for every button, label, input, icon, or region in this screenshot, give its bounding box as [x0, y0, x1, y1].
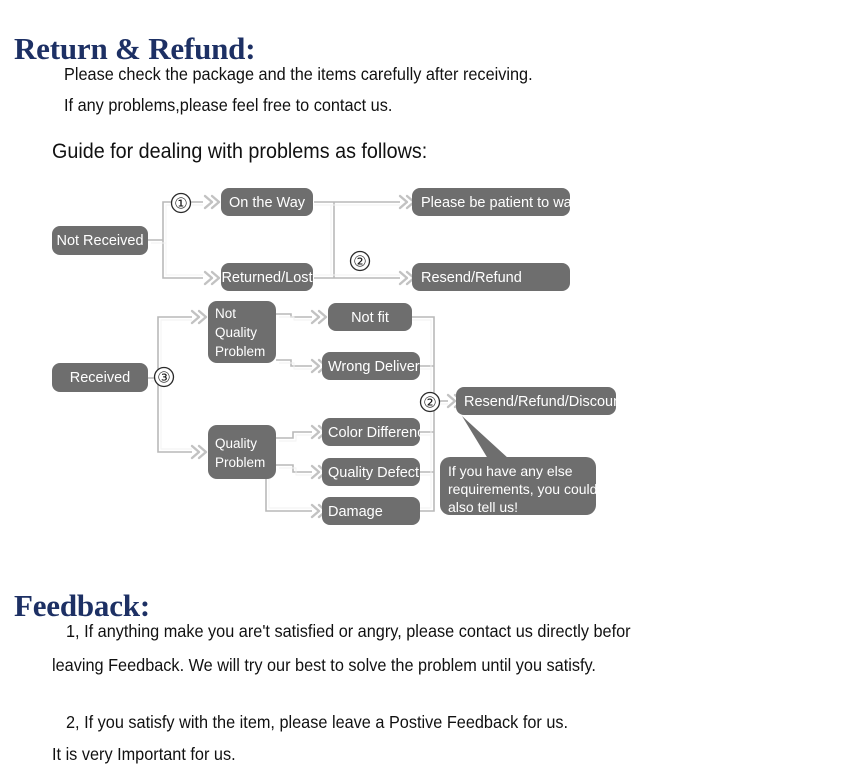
callout-line-2: requirements, you could: [448, 481, 597, 497]
feedback-line-4: It is very Important for us.: [52, 744, 236, 764]
node-not-quality-problem-line-2: Quality: [215, 325, 257, 340]
node-not-received-label: Not Received: [56, 233, 143, 249]
node-color-difference-label: Color Difference: [328, 425, 433, 441]
return-flowchart: Not Received On the Way Returned/Lost Pl…: [52, 188, 625, 525]
feedback-line-2: leaving Feedback. We will try our best t…: [52, 655, 596, 675]
node-resend-refund-discount-label: Resend/Refund/Discount: [464, 394, 625, 410]
marker-three-label: ③: [157, 371, 170, 387]
node-not-quality-problem: Not Quality Problem: [208, 301, 276, 363]
node-wrong-delivery: Wrong Delivery: [322, 352, 428, 380]
node-damage: Damage: [322, 497, 420, 525]
marker-one: ①: [170, 192, 192, 214]
intro-line-1: Please check the package and the items c…: [64, 64, 533, 84]
intro-line-2: If any problems,please feel free to cont…: [64, 95, 393, 115]
node-color-difference: Color Difference: [322, 418, 433, 446]
node-received: Received: [52, 363, 148, 392]
callout-line-1: If you have any else: [448, 463, 573, 479]
node-quality-problem-line-2: Problem: [215, 455, 265, 470]
node-quality-defect-label: Quality Defect: [328, 465, 419, 481]
page-title-return-refund: Return & Refund:: [14, 30, 256, 66]
node-quality-problem-line-1: Quality: [215, 436, 257, 451]
node-please-be-patient: Please be patient to wait: [412, 188, 579, 216]
node-not-quality-problem-line-1: Not: [215, 306, 236, 321]
node-please-be-patient-label: Please be patient to wait: [421, 195, 579, 211]
node-resend-refund-label: Resend/Refund: [421, 270, 522, 286]
marker-two-bottom-label: ②: [423, 396, 436, 412]
marker-two-top-label: ②: [353, 255, 366, 271]
node-not-fit-label: Not fit: [351, 310, 389, 326]
node-quality-problem: Quality Problem: [208, 425, 276, 479]
node-resend-refund-discount: Resend/Refund/Discount: [456, 387, 625, 415]
callout-bubble: If you have any else requirements, you c…: [440, 416, 597, 515]
marker-two-bottom: ②: [419, 391, 441, 413]
node-received-label: Received: [70, 370, 130, 386]
marker-one-label: ①: [174, 197, 187, 213]
node-wrong-delivery-label: Wrong Delivery: [328, 359, 428, 375]
feedback-line-1: 1, If anything make you are't satisfied …: [66, 621, 631, 641]
node-quality-defect: Quality Defect: [322, 458, 420, 486]
node-not-quality-problem-line-3: Problem: [215, 344, 265, 359]
node-on-the-way: On the Way: [221, 188, 313, 216]
feedback-line-3: 2, If you satisfy with the item, please …: [66, 712, 569, 732]
node-returned-lost: Returned/Lost: [221, 263, 313, 291]
node-returned-lost-label: Returned/Lost: [221, 270, 312, 286]
node-not-fit: Not fit: [328, 303, 412, 331]
callout-line-3: also tell us!: [448, 499, 518, 515]
marker-three: ③: [153, 366, 175, 388]
node-on-the-way-label: On the Way: [229, 195, 306, 211]
node-not-received: Not Received: [52, 226, 148, 255]
guide-heading: Guide for dealing with problems as follo…: [52, 140, 428, 163]
marker-two-top: ②: [349, 250, 371, 272]
node-damage-label: Damage: [328, 504, 383, 520]
node-resend-refund: Resend/Refund: [412, 263, 570, 291]
page-title-feedback: Feedback:: [14, 587, 150, 623]
